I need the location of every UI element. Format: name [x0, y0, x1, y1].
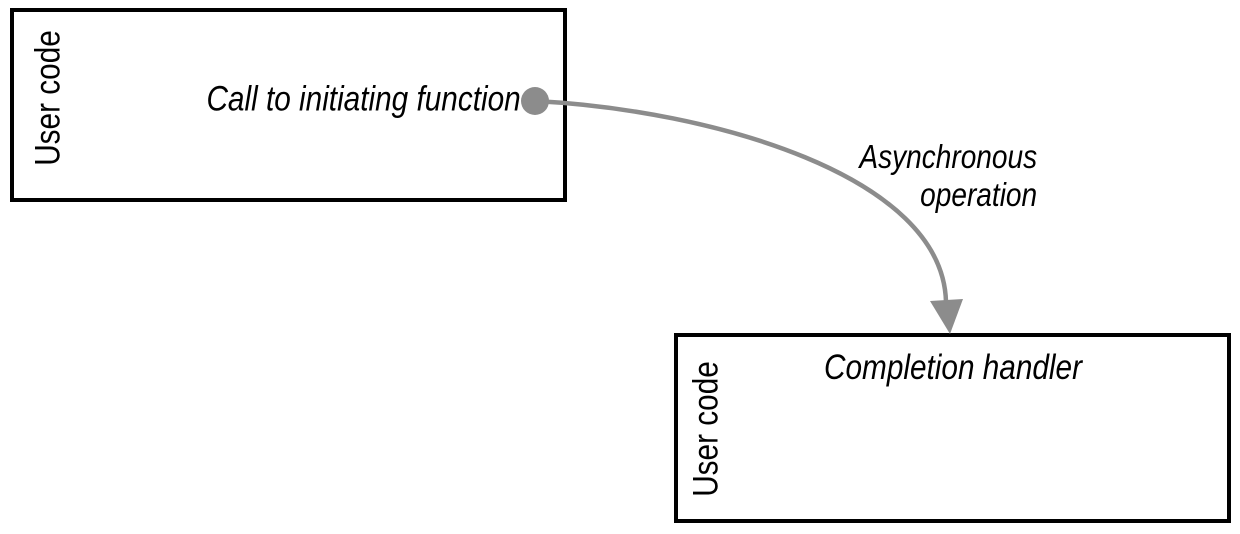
user-code-box-completion: User code Completion handler — [674, 333, 1231, 523]
user-code-side-label: User code — [28, 30, 68, 166]
completion-handler-label: Completion handler — [823, 348, 1082, 387]
arrowhead-icon — [930, 299, 963, 334]
call-to-initiating-function-label: Call to initiating function — [206, 79, 521, 119]
arrow-label-line-1: Asynchronous — [859, 138, 1037, 175]
arrow-label-line-2: operation — [920, 176, 1037, 213]
asynchronous-operation-label: Asynchronous operation — [859, 138, 1037, 214]
user-code-box-initiating: User code Call to initiating function — [10, 8, 567, 202]
user-code-side-label: User code — [686, 361, 726, 497]
